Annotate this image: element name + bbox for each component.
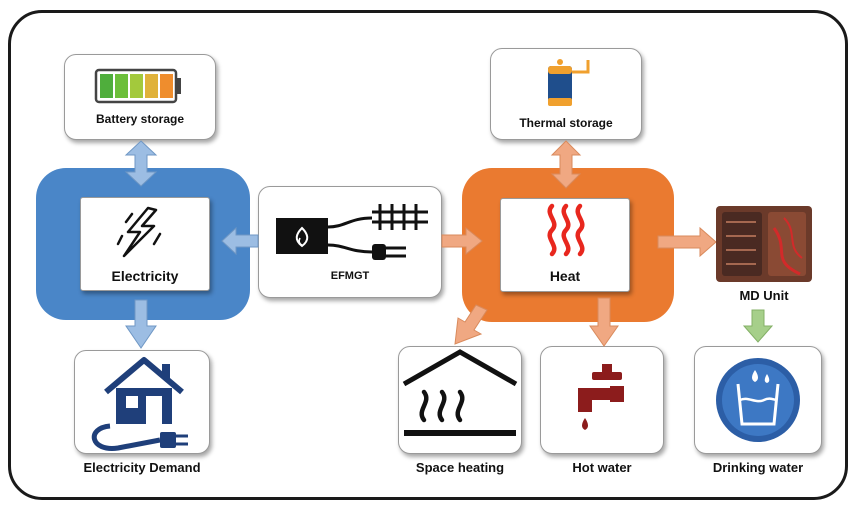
- water-glass-icon: [716, 358, 800, 442]
- arrow-heat-md: [657, 226, 717, 258]
- arrow-battery-electricity: [124, 140, 158, 187]
- heat-waves-icon: [547, 203, 585, 257]
- battery-icon: [94, 68, 181, 104]
- hot-water-label: Hot water: [572, 460, 632, 475]
- drinking-water-label: Drinking water: [712, 460, 804, 475]
- arrow-md-drinking: [742, 309, 774, 343]
- arrow-thermal-heat: [550, 140, 582, 189]
- thermal-storage-label: Thermal storage: [519, 116, 613, 130]
- md-unit-photo: [716, 206, 812, 282]
- arrow-efmgt-electricity: [221, 226, 259, 256]
- battery-storage-label: Battery storage: [95, 112, 185, 126]
- house-plug-icon: [91, 357, 188, 451]
- arrow-heat-hot-water: [589, 297, 619, 347]
- heat-label: Heat: [549, 268, 581, 284]
- md-unit-label: MD Unit: [739, 288, 789, 303]
- electricity-label: Electricity: [111, 268, 179, 284]
- lightning-icon: [116, 206, 162, 258]
- electricity-demand-label: Electricity Demand: [83, 460, 201, 475]
- arrows: [124, 140, 774, 349]
- arrow-efmgt-heat: [441, 226, 483, 256]
- arrow-heat-space: [454, 304, 488, 345]
- diagram-frame: [8, 10, 848, 500]
- space-heating-label: Space heating: [415, 460, 505, 475]
- thermal-tank-icon: [548, 59, 590, 106]
- efmgt-label: EFMGT: [330, 270, 370, 282]
- generator-icon: [276, 204, 428, 260]
- space-heating-icon: [402, 349, 518, 436]
- faucet-icon: [578, 364, 624, 430]
- arrow-electricity-demand: [125, 299, 157, 349]
